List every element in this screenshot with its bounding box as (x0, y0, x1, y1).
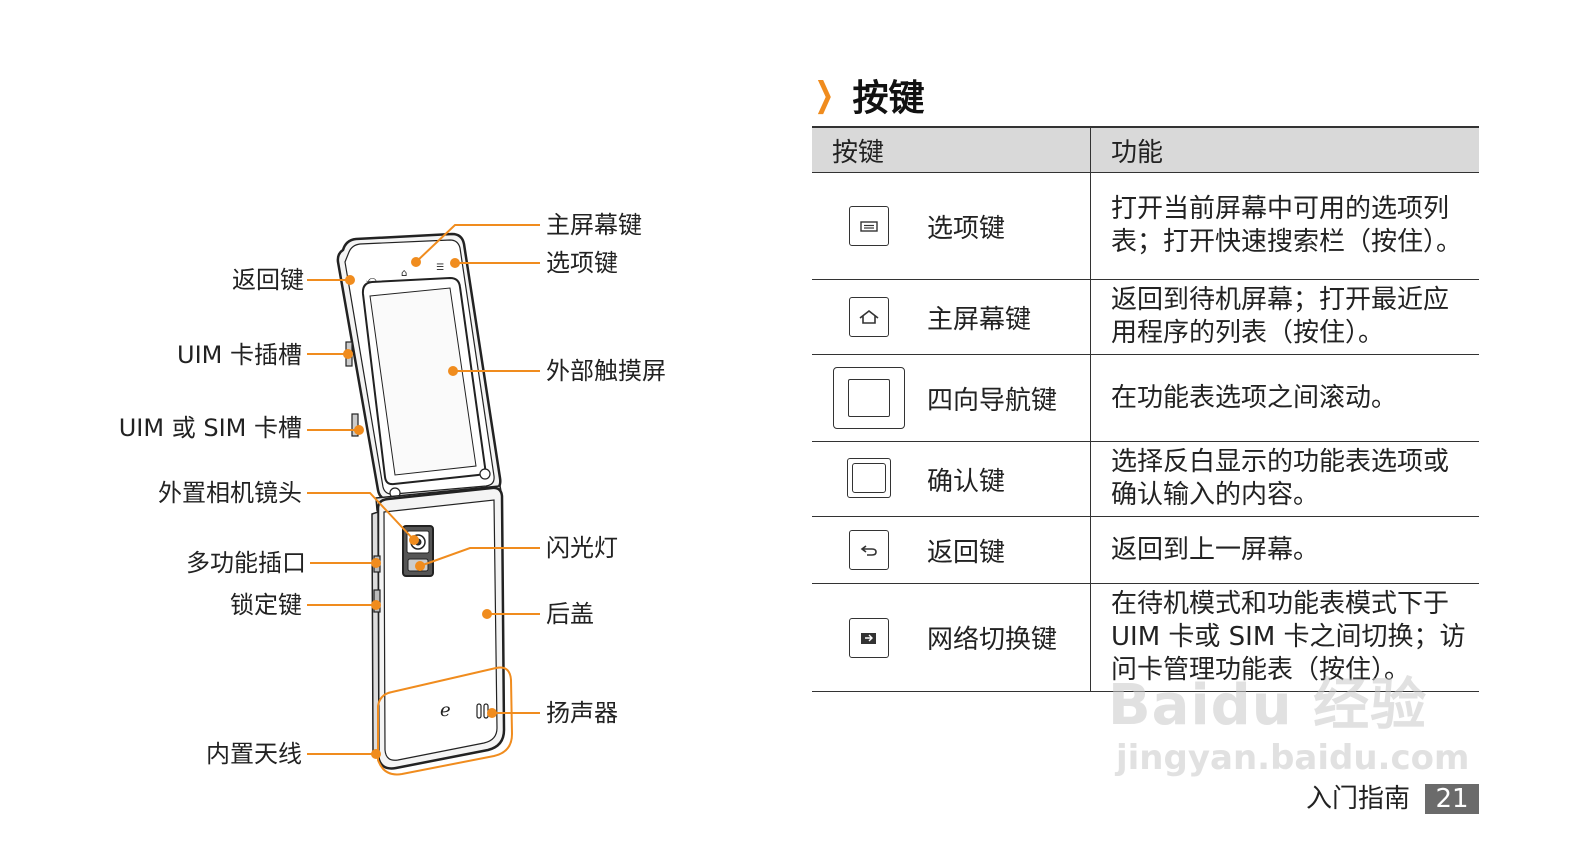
table-row: 返回键 返回到上一屏幕。 (812, 516, 1479, 584)
table-row: 主屏幕键 返回到待机屏幕；打开最近应用程序的列表（按住）。 (812, 279, 1479, 355)
svg-text:⤺: ⤺ (366, 275, 377, 286)
key-name: 选项键 (925, 172, 1091, 280)
key-name: 确认键 (925, 441, 1091, 517)
section-heading: ❯ 按键 (810, 70, 925, 120)
key-function: 打开当前屏幕中可用的选项列表；打开快速搜索栏（按住）。 (1090, 172, 1479, 280)
svg-text:⌂: ⌂ (401, 268, 407, 279)
label-flash: 闪光灯 (546, 534, 618, 562)
network-switch-key-icon (848, 617, 889, 658)
section-title: 按键 (852, 78, 925, 119)
label-internal-antenna: 内置天线 (206, 740, 302, 768)
keys-table: 按键 功能 选项键 打开当前屏幕中可用的选项列表；打开快速搜索栏（按住）。 主屏… (812, 126, 1479, 692)
key-name: 四向导航键 (925, 354, 1091, 442)
watermark-url: jingyan.baidu.com (1116, 738, 1470, 778)
table-header-row: 按键 功能 (812, 126, 1479, 173)
footer-section-label: 入门指南 (1306, 784, 1411, 814)
phone-diagram: ⤺ ⌂ ☰ ℯ (118, 211, 666, 776)
svg-text:ℯ: ℯ (440, 700, 451, 721)
chevron-right-icon: ❯ (814, 75, 835, 115)
key-function: 选择反白显示的功能表选项或确认输入的内容。 (1090, 441, 1479, 517)
key-function: 在功能表选项之间滚动。 (1090, 354, 1479, 442)
svg-text:☰: ☰ (436, 263, 444, 273)
label-external-camera-lens: 外置相机镜头 (158, 479, 302, 507)
table-row: 选项键 打开当前屏幕中可用的选项列表；打开快速搜索栏（按住）。 (812, 172, 1479, 280)
label-home-key: 主屏幕键 (546, 211, 642, 239)
key-function: 返回到待机屏幕；打开最近应用程序的列表（按住）。 (1090, 279, 1479, 355)
page-number: 21 (1425, 784, 1479, 814)
label-options-key: 选项键 (546, 249, 618, 277)
header-function: 功能 (1090, 126, 1479, 173)
ok-key-icon (846, 458, 891, 498)
label-lock-key: 锁定键 (230, 591, 302, 619)
key-name: 主屏幕键 (925, 279, 1091, 355)
phone-lower-panel: ℯ (371, 486, 506, 770)
label-uim-or-sim-slot: UIM 或 SIM 卡槽 (118, 414, 302, 442)
key-name: 网络切换键 (925, 583, 1091, 692)
key-function: 返回到上一屏幕。 (1090, 516, 1479, 584)
nav-key-icon (832, 367, 905, 429)
home-key-icon (848, 297, 889, 337)
label-uim-card-slot: UIM 卡插槽 (177, 341, 302, 369)
table-row: 网络切换键 在待机模式和功能表模式下于UIM 卡或 SIM 卡之间切换；访问卡管… (812, 583, 1479, 692)
phone-illustration: ⤺ ⌂ ☰ ℯ (307, 224, 540, 776)
key-name: 返回键 (925, 516, 1091, 584)
back-key-icon (848, 530, 889, 570)
label-speaker: 扬声器 (546, 699, 618, 727)
label-external-touchscreen: 外部触摸屏 (546, 357, 666, 385)
label-back-key: 返回键 (232, 266, 304, 294)
antenna-outline (377, 666, 514, 776)
menu-key-icon (848, 206, 889, 246)
phone-upper-panel: ⤺ ⌂ ☰ (336, 232, 503, 511)
header-key: 按键 (812, 126, 1091, 173)
label-multifunction-jack: 多功能插口 (186, 549, 306, 577)
key-function: 在待机模式和功能表模式下于UIM 卡或 SIM 卡之间切换；访问卡管理功能表（按… (1090, 583, 1479, 692)
label-back-cover: 后盖 (546, 600, 594, 628)
table-row: 确认键 选择反白显示的功能表选项或确认输入的内容。 (812, 441, 1479, 517)
table-row: 四向导航键 在功能表选项之间滚动。 (812, 354, 1479, 442)
